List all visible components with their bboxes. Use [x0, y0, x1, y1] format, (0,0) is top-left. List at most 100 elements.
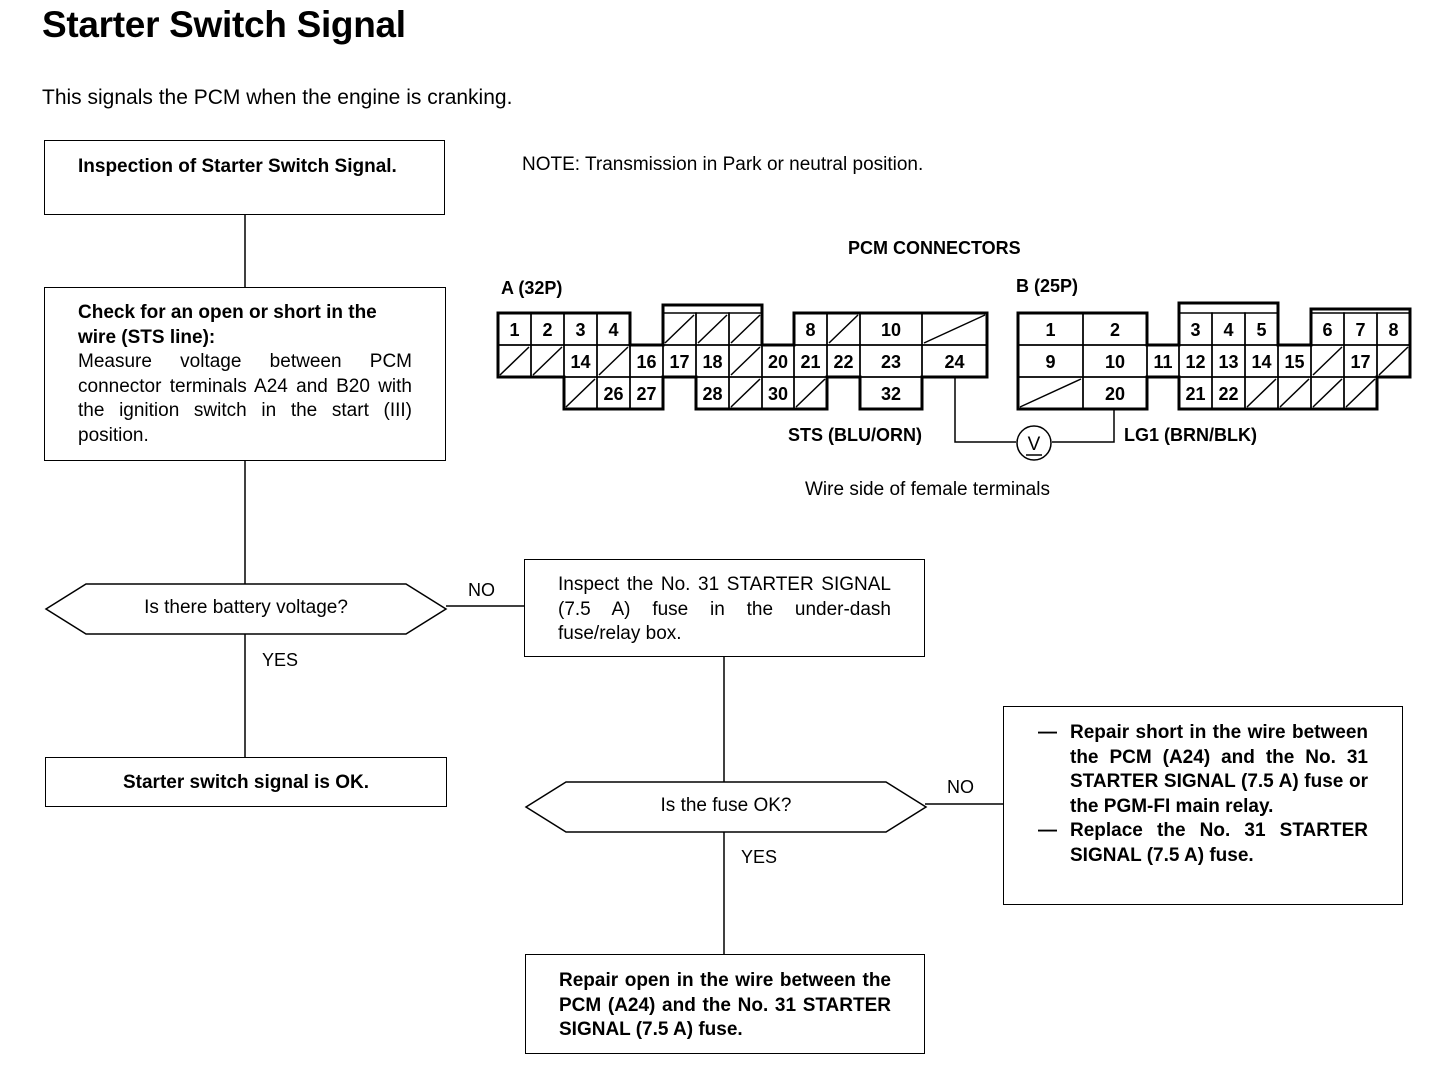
- connector-b-terminal-15: 15: [1284, 352, 1304, 372]
- connector-a-empty-slot: [532, 346, 563, 376]
- fuse-decision-shape: [524, 781, 928, 833]
- connector-a-terminal-4: 4: [608, 320, 618, 340]
- connector-a-terminal-27: 27: [636, 384, 656, 404]
- inspect-fuse-text: Inspect the No. 31 STARTER SIGNAL (7.5 A…: [558, 574, 891, 644]
- dash-bullet: —: [1038, 820, 1057, 841]
- inspection-box: Inspection of Starter Switch Signal.: [44, 140, 445, 215]
- connector-a-label: A (32P): [501, 278, 563, 298]
- connector-a-empty-slot: [828, 314, 859, 344]
- check-wire-instructions: Measure voltage between PCM connector te…: [78, 351, 412, 446]
- replace-fuse-item: — Replace the No. 31 STARTER SIGNAL (7.5…: [1038, 819, 1368, 868]
- fuse-ok-question: Is the fuse OK?: [660, 795, 792, 816]
- connector-b-terminal-8: 8: [1388, 320, 1398, 340]
- connector-a-terminal-24: 24: [944, 352, 964, 372]
- connector-a-terminal-30: 30: [768, 384, 788, 404]
- connector-a-terminal-26: 26: [603, 384, 623, 404]
- connector-b-terminal-21: 21: [1185, 384, 1205, 404]
- inspection-text: Inspection of Starter Switch Signal.: [78, 156, 397, 177]
- connector-b-terminal-1: 1: [1045, 320, 1055, 340]
- yes-label-battery: YES: [262, 650, 299, 670]
- sts-wire: [954, 376, 1016, 443]
- connector-b-terminal-10: 10: [1105, 352, 1125, 372]
- connector-b-terminal-7: 7: [1355, 320, 1365, 340]
- connector-a-empty-slot: [923, 314, 986, 344]
- no-label-fuse: NO: [947, 777, 974, 797]
- connector-a-cell: [859, 376, 923, 410]
- connector-b-terminal-4: 4: [1223, 320, 1233, 340]
- connector-b-empty-slot: [1345, 378, 1376, 408]
- pcm-connectors-heading: PCM CONNECTORS: [848, 238, 1021, 258]
- connector-b-terminal-2: 2: [1110, 320, 1120, 340]
- signal-ok-box: Starter switch signal is OK.: [45, 757, 447, 807]
- connector-b-terminal-22: 22: [1218, 384, 1238, 404]
- voltmeter-icon: [1016, 425, 1052, 461]
- connector-b-cell: [1343, 376, 1378, 410]
- check-wire-box: Check for an open or short in the wire (…: [44, 287, 446, 461]
- connector-a-empty-slot: [730, 378, 761, 408]
- connector-b-empty-slot: [1246, 378, 1277, 408]
- connector-b-terminal-13: 13: [1218, 352, 1238, 372]
- check-wire-heading: Check for an open or short in the wire (…: [78, 302, 377, 348]
- connector-a-terminal-16: 16: [636, 352, 656, 372]
- connector-a-cell: [629, 376, 664, 410]
- transmission-note: NOTE: Transmission in Park or neutral po…: [522, 154, 924, 175]
- connector-a-empty-slot: [730, 346, 761, 376]
- repair-short-item: — Repair short in the wire between the P…: [1038, 721, 1368, 819]
- battery-decision-shape: [44, 583, 448, 635]
- connector-a-empty-slot: [499, 346, 530, 376]
- connector-b-empty-slot: [1378, 346, 1409, 376]
- connector-a-terminal-17: 17: [669, 352, 689, 372]
- connector-a-terminal-1: 1: [509, 320, 519, 340]
- connector-a-terminal-8: 8: [805, 320, 815, 340]
- connector-b-empty-slot: [1312, 346, 1343, 376]
- connector-a-terminal-14: 14: [570, 352, 590, 372]
- intro-text: This signals the PCM when the engine is …: [42, 86, 513, 109]
- connector-a-terminal-20: 20: [768, 352, 788, 372]
- dash-bullet: —: [1038, 722, 1057, 743]
- connector-a-terminal-28: 28: [702, 384, 722, 404]
- connector-b-empty-slot: [1019, 378, 1082, 408]
- connector-b-terminal-5: 5: [1256, 320, 1266, 340]
- connector-a-empty-slot: [598, 346, 629, 376]
- connector-b-terminal-11: 11: [1153, 352, 1172, 372]
- signal-ok-text: Starter switch signal is OK.: [122, 772, 370, 793]
- repair-short-box: — Repair short in the wire between the P…: [1003, 706, 1403, 905]
- connector-b-terminal-20: 20: [1105, 384, 1125, 404]
- connector-b-terminal-3: 3: [1190, 320, 1200, 340]
- connector-a-terminal-22: 22: [833, 352, 853, 372]
- battery-voltage-question: Is there battery voltage?: [144, 597, 348, 618]
- connector-b-terminal-6: 6: [1322, 320, 1332, 340]
- connector-b-terminal-14: 14: [1251, 352, 1271, 372]
- connector-a-empty-slot: [795, 378, 826, 408]
- connector-a-terminal-10: 10: [881, 320, 901, 340]
- repair-short-text: Repair short in the wire between the PCM…: [1070, 722, 1368, 817]
- connector-a-terminal-2: 2: [542, 320, 552, 340]
- connector-a-terminal-32: 32: [881, 384, 901, 404]
- connector-a-empty-slot: [565, 378, 596, 408]
- no-label-battery: NO: [468, 580, 495, 600]
- connector-a-terminal-18: 18: [702, 352, 722, 372]
- voltmeter-symbol: V: [1028, 434, 1041, 455]
- connector-a-terminal-3: 3: [575, 320, 585, 340]
- lg1-wire-label: LG1 (BRN/BLK): [1124, 425, 1257, 445]
- repair-open-text: Repair open in the wire between the PCM …: [559, 970, 891, 1040]
- replace-fuse-text: Replace the No. 31 STARTER SIGNAL (7.5 A…: [1070, 820, 1368, 866]
- connector-b-terminal-12: 12: [1185, 352, 1205, 372]
- connector-a-terminal-21: 21: [800, 352, 820, 372]
- connector-a-empty-slot: [697, 314, 728, 344]
- connector-b-terminal-17: 17: [1350, 352, 1370, 372]
- inspect-fuse-box: Inspect the No. 31 STARTER SIGNAL (7.5 A…: [524, 559, 925, 657]
- yes-label-fuse: YES: [741, 847, 778, 867]
- repair-open-box: Repair open in the wire between the PCM …: [525, 954, 925, 1054]
- connector-b-cell: [1376, 344, 1411, 378]
- connector-a-terminal-23: 23: [881, 352, 901, 372]
- wire-side-caption: Wire side of female terminals: [805, 479, 1050, 500]
- connector-b-empty-slot: [1312, 378, 1343, 408]
- page-title: Starter Switch Signal: [42, 4, 406, 45]
- connector-b-empty-slot: [1279, 378, 1310, 408]
- connector-a-empty-slot: [664, 314, 695, 344]
